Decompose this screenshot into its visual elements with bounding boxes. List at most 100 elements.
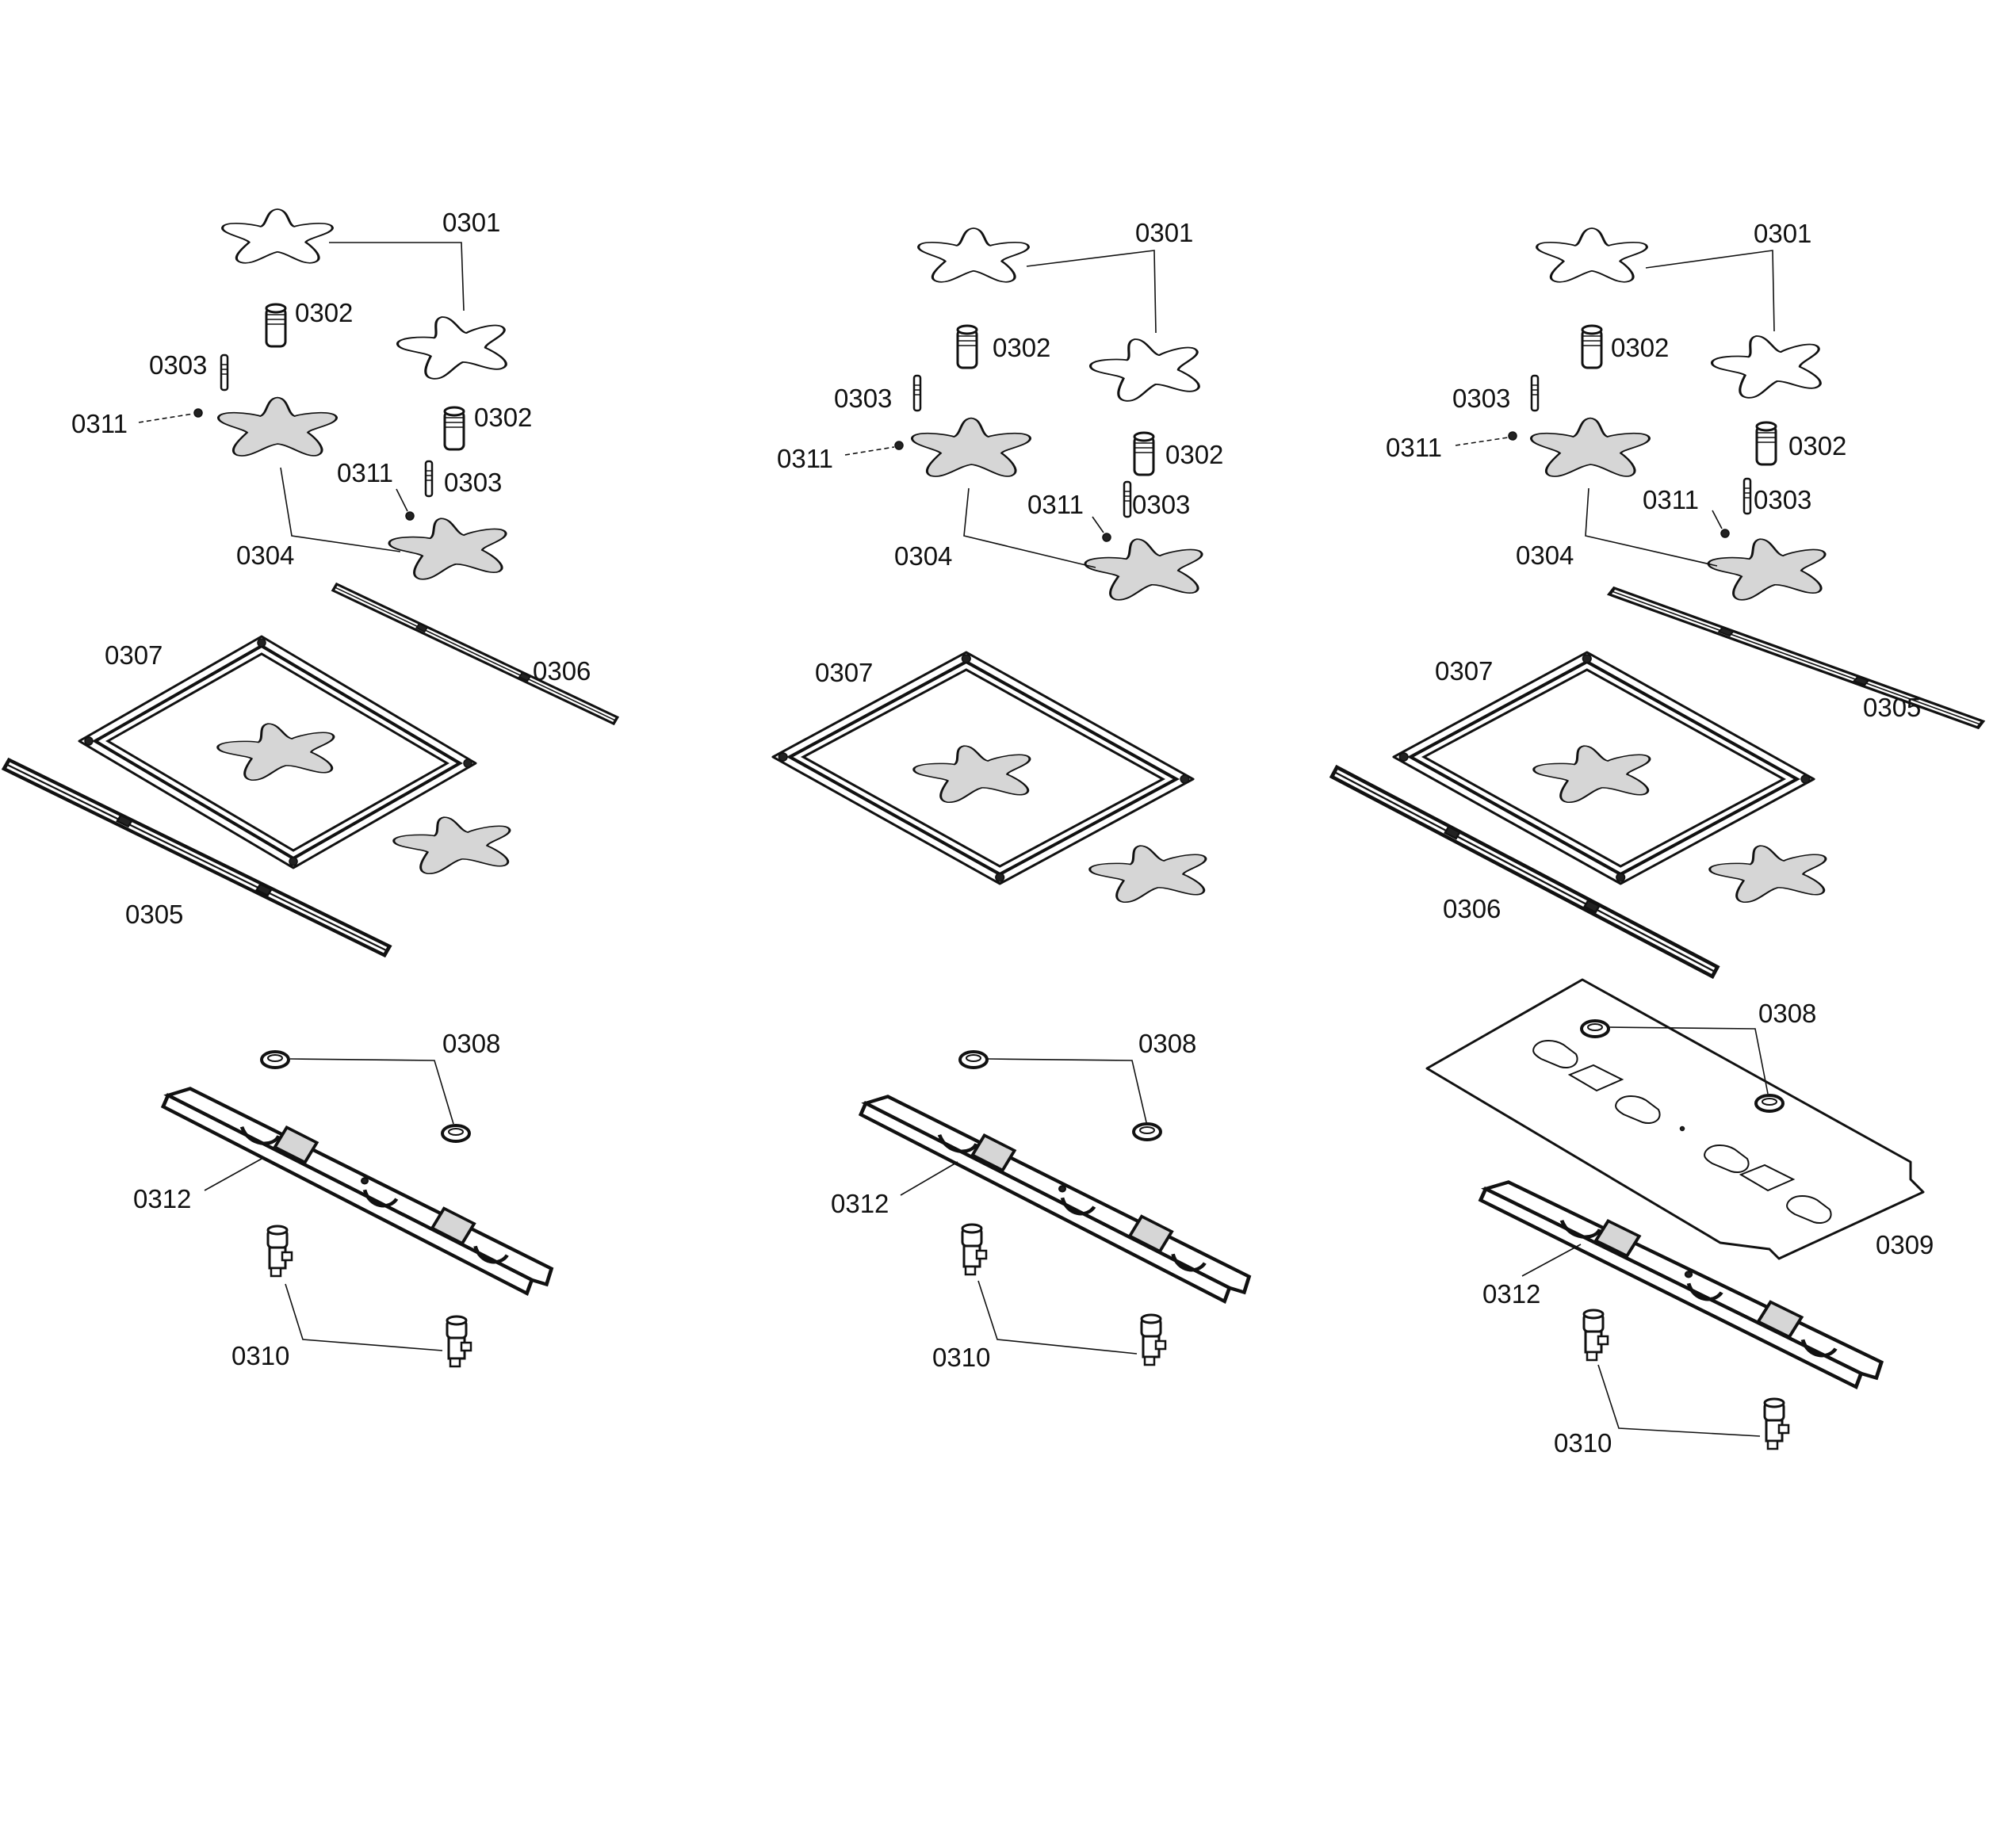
leader-0311-b (1092, 516, 1104, 533)
grommet-0308-a (1580, 1019, 1610, 1038)
label-0311-b: 0311 (337, 458, 393, 487)
label-0302-a: 0302 (1611, 333, 1669, 362)
burner-cup-0302-b (1133, 431, 1155, 476)
label-0309: 0309 (1876, 1230, 1934, 1259)
label-0303-a: 0303 (149, 350, 207, 380)
leader-0301 (329, 242, 465, 311)
valve-0310-b (446, 1315, 472, 1368)
assembly-left: 0301 0302 0302 0303 0303 0311 0311 0304 … (4, 208, 619, 1370)
assembly-right: 0301 0302 0302 0303 0303 0311 0311 0304 … (1332, 219, 1983, 1458)
assembly-middle: 0301 0302 0302 0303 0303 0311 0311 0304 … (773, 218, 1249, 1372)
shield-hole (1679, 1125, 1685, 1132)
label-0302-b: 0302 (1165, 440, 1223, 469)
label-0305: 0305 (1863, 693, 1921, 722)
valve-bracket-0312 (163, 1088, 552, 1293)
leader-0312 (204, 1158, 262, 1191)
screw-0311-a (1508, 431, 1517, 441)
label-0310: 0310 (1554, 1428, 1612, 1458)
leader-0311-b (396, 488, 408, 512)
leader-0310 (977, 1280, 1138, 1355)
label-0308: 0308 (1138, 1029, 1196, 1058)
burner-cap-0301-b (387, 308, 523, 384)
igniter-0303-b (424, 460, 434, 498)
igniter-0303-b (1742, 477, 1752, 515)
burner-cup-0302-b (443, 406, 465, 451)
label-0303-a: 0303 (834, 384, 892, 413)
burner-base-0304-b (381, 511, 519, 583)
leader-0308 (289, 1058, 454, 1125)
grommet-0308-a (260, 1050, 290, 1069)
label-0302-a: 0302 (993, 333, 1050, 362)
igniter-0303-a (1530, 374, 1540, 412)
leader-0311-a (138, 413, 194, 423)
grommet-0308-b (441, 1124, 471, 1143)
igniter-0303-a (912, 374, 922, 412)
valve-0310-a (266, 1225, 293, 1278)
leader-0301 (1026, 250, 1157, 334)
valve-0310-a (1582, 1309, 1609, 1362)
screw-0311-b (1720, 529, 1730, 538)
valve-bracket-0312 (861, 1096, 1249, 1301)
grommet-0308-a (958, 1050, 989, 1069)
heat-shield-0309 (1425, 978, 1925, 1260)
burner-cup-0302-a (956, 324, 978, 369)
burner-cup-0302-a (265, 303, 287, 348)
leader-0304 (1585, 487, 1718, 567)
label-0301: 0301 (442, 208, 500, 237)
label-0304: 0304 (236, 541, 294, 570)
burner-cap-0301-a (1536, 227, 1648, 284)
shield-window (1739, 1164, 1796, 1192)
valve-0310-a (961, 1223, 988, 1276)
leader-0312 (1521, 1244, 1582, 1277)
leader-0311-a (1455, 437, 1509, 446)
label-0312: 0312 (1482, 1279, 1540, 1309)
burner-cap-0301-b (1701, 327, 1838, 403)
leader-0304 (963, 487, 1096, 568)
pan-burner-b (1700, 838, 1842, 906)
grommet-0308-b (1132, 1122, 1162, 1141)
label-0301: 0301 (1754, 219, 1811, 248)
label-0310: 0310 (231, 1341, 289, 1370)
leader-0310 (285, 1283, 443, 1351)
label-0311-a: 0311 (71, 409, 128, 438)
screw-0311-a (894, 441, 904, 450)
burner-cap-0301-a (917, 227, 1030, 284)
label-0303-a: 0303 (1452, 384, 1510, 413)
label-0306: 0306 (1443, 894, 1501, 923)
label-0311-b: 0311 (1643, 485, 1699, 514)
label-0307: 0307 (105, 640, 163, 670)
burner-cup-0302-a (1581, 324, 1603, 369)
valve-0310-b (1763, 1397, 1790, 1450)
leader-0311-b (1712, 510, 1723, 529)
valve-0310-b (1140, 1313, 1167, 1366)
label-0302-a: 0302 (295, 298, 353, 327)
burner-base-0304-a (1529, 417, 1651, 478)
leader-0308 (1609, 1026, 1769, 1095)
leader-0310 (1597, 1364, 1761, 1437)
burner-base-0304-a (216, 396, 339, 457)
label-0303-b: 0303 (444, 468, 502, 497)
leader-0308 (987, 1058, 1147, 1123)
label-0303-b: 0303 (1132, 490, 1190, 519)
label-0305: 0305 (125, 900, 183, 929)
grommet-0308-b (1754, 1094, 1785, 1113)
label-0310: 0310 (932, 1343, 990, 1372)
burner-cap-0301-b (1080, 330, 1216, 406)
igniter-0303-a (220, 353, 229, 392)
pan-burner-b (1081, 838, 1222, 906)
label-0307: 0307 (1435, 656, 1493, 686)
shield-slot (1786, 1195, 1832, 1224)
burner-base-0304-b (1077, 532, 1215, 603)
label-0311-a: 0311 (1386, 433, 1442, 462)
leader-0301 (1645, 250, 1775, 332)
label-0302-b: 0302 (474, 403, 532, 432)
shield-slot (1704, 1144, 1750, 1173)
burner-cap-0301-a (221, 208, 334, 265)
burner-base-0304-b (1700, 532, 1838, 603)
shield-slot (1615, 1095, 1661, 1124)
burner-cup-0302-b (1755, 421, 1777, 466)
label-0307: 0307 (815, 658, 873, 687)
label-0303-b: 0303 (1754, 485, 1811, 514)
label-0311-b: 0311 (1027, 490, 1084, 519)
